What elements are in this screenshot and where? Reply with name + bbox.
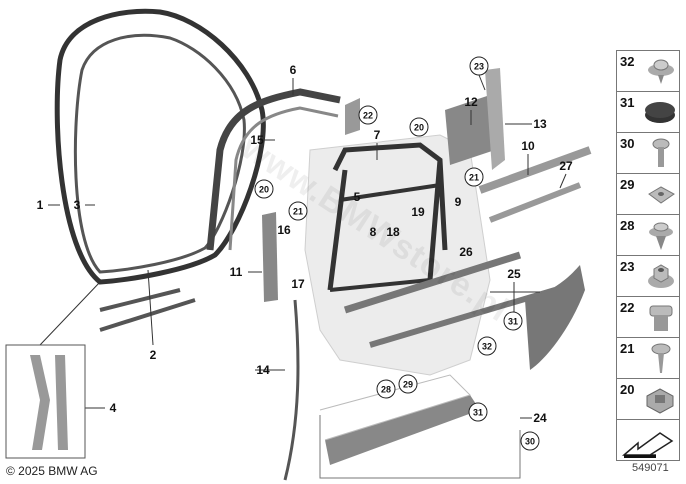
door-seal-outer xyxy=(54,8,266,285)
view-direction-box xyxy=(616,419,680,461)
callout-7: 7 xyxy=(373,128,381,142)
side-part-28: 28 xyxy=(616,214,680,255)
callout-10: 10 xyxy=(521,139,535,153)
callout-15: 15 xyxy=(250,133,264,147)
callout-11: 11 xyxy=(229,265,243,279)
clip-icon xyxy=(648,59,674,84)
screw-icon xyxy=(651,343,671,373)
callout-19: 19 xyxy=(411,205,425,219)
callout-16: 16 xyxy=(277,223,291,237)
callout-18: 18 xyxy=(386,225,400,239)
callout-14: 14 xyxy=(256,363,270,377)
callout-2: 2 xyxy=(149,348,157,362)
callout-17: 17 xyxy=(291,277,305,291)
callout-21b: 21 xyxy=(288,201,308,221)
side-part-23: 23 xyxy=(616,255,680,296)
pad-icon xyxy=(645,102,675,123)
callout-6: 6 xyxy=(289,63,297,77)
callout-27: 27 xyxy=(559,159,573,173)
callout-32: 32 xyxy=(477,336,497,356)
screw-icon xyxy=(652,138,670,167)
callout-26: 26 xyxy=(459,245,473,259)
callout-4: 4 xyxy=(109,401,117,415)
rivet-icon xyxy=(649,222,673,250)
side-part-21: 21 xyxy=(616,337,680,378)
callout-20: 20 xyxy=(409,117,429,137)
callout-28: 28 xyxy=(376,379,396,399)
callout-3: 3 xyxy=(73,198,81,212)
square-clip-icon xyxy=(649,305,673,331)
callout-31: 31 xyxy=(503,311,523,331)
callout-13: 13 xyxy=(533,117,547,131)
clip-nut-icon xyxy=(646,388,674,414)
callout-24: 24 xyxy=(533,411,547,425)
callout-29: 29 xyxy=(398,374,418,394)
callout-12: 12 xyxy=(464,95,478,109)
callout-30: 30 xyxy=(520,431,540,451)
callout-31b: 31 xyxy=(468,402,488,422)
hex-nut-icon xyxy=(648,264,674,288)
callout-1: 1 xyxy=(36,198,44,212)
callout-23: 23 xyxy=(469,56,489,76)
reference-number: 549071 xyxy=(632,462,669,474)
copyright: © 2025 BMW AG xyxy=(6,464,98,478)
side-part-29: 29 xyxy=(616,173,680,214)
callout-20b: 20 xyxy=(254,179,274,199)
side-part-32: 32 xyxy=(616,50,680,91)
callout-5: 5 xyxy=(353,190,361,204)
side-part-20: 20 xyxy=(616,378,680,419)
callout-22: 22 xyxy=(358,105,378,125)
side-part-31: 31 xyxy=(616,91,680,132)
door-seal-inner xyxy=(73,33,246,274)
nut-plate-icon xyxy=(648,186,675,204)
callout-21: 21 xyxy=(464,167,484,187)
view-direction-arrow-icon xyxy=(621,432,674,458)
side-part-22: 22 xyxy=(616,296,680,337)
callout-9: 9 xyxy=(454,195,462,209)
callout-25: 25 xyxy=(507,267,521,281)
side-part-30: 30 xyxy=(616,132,680,173)
callout-8: 8 xyxy=(369,225,377,239)
